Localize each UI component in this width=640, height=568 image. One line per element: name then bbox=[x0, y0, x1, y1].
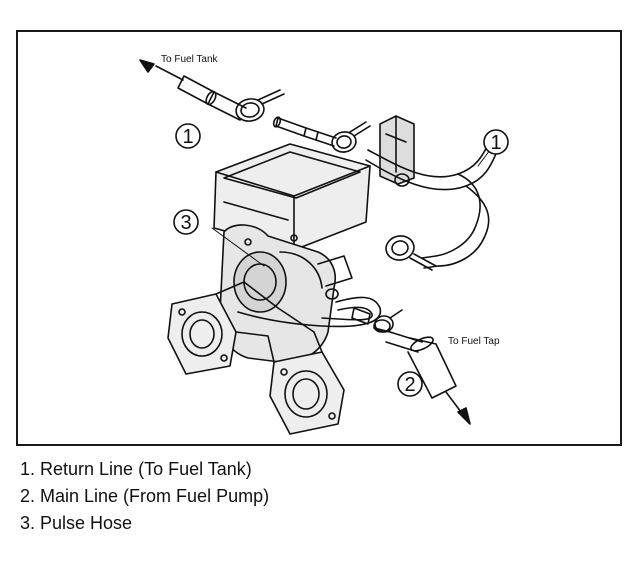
air-box-cover bbox=[213, 143, 371, 251]
hose-clamp-middle bbox=[331, 121, 371, 153]
pipe-nipple bbox=[272, 116, 337, 147]
fuel-system-diagram: To Fuel Tank To Fuel Tap 1 1 3 2 bbox=[139, 54, 509, 435]
carburetor-body bbox=[219, 224, 353, 363]
figure-frame: To Fuel Tank To Fuel Tap 1 1 3 2 bbox=[16, 30, 622, 446]
manifold-flange-left bbox=[167, 293, 237, 375]
manifold-flange-right bbox=[269, 351, 345, 435]
legend-item-pulse-hose: 3. Pulse Hose bbox=[20, 513, 133, 533]
callout-1-left: 1 bbox=[175, 123, 201, 149]
callout-1-right: 1 bbox=[483, 129, 509, 155]
legend-list: 1. Return Line (To Fuel Tank) 2. Main Li… bbox=[20, 456, 269, 537]
hose-clamp-main-line bbox=[374, 309, 403, 333]
pulse-hose bbox=[237, 296, 382, 328]
svg-text:1: 1 bbox=[490, 132, 501, 154]
svg-text:3: 3 bbox=[180, 212, 191, 234]
callout-2: 2 bbox=[397, 371, 423, 397]
to-fuel-tap-label: To Fuel Tap bbox=[448, 336, 500, 347]
hose-bracket bbox=[379, 115, 415, 187]
to-fuel-tank-label: To Fuel Tank bbox=[161, 54, 219, 65]
hose-clamp-lower-right bbox=[385, 235, 437, 271]
svg-text:1: 1 bbox=[182, 126, 193, 148]
main-line-hose bbox=[385, 331, 471, 425]
legend-item-main-line: 2. Main Line (From Fuel Pump) bbox=[20, 486, 270, 506]
hose-clamp-upper-left bbox=[235, 89, 285, 122]
return-line-hose-left bbox=[139, 59, 247, 121]
legend-item-return-line: 1. Return Line (To Fuel Tank) bbox=[20, 459, 252, 479]
callout-3: 3 bbox=[173, 209, 199, 235]
leader-lines bbox=[211, 149, 491, 267]
manifold-body bbox=[215, 281, 323, 363]
svg-text:2: 2 bbox=[404, 374, 415, 396]
